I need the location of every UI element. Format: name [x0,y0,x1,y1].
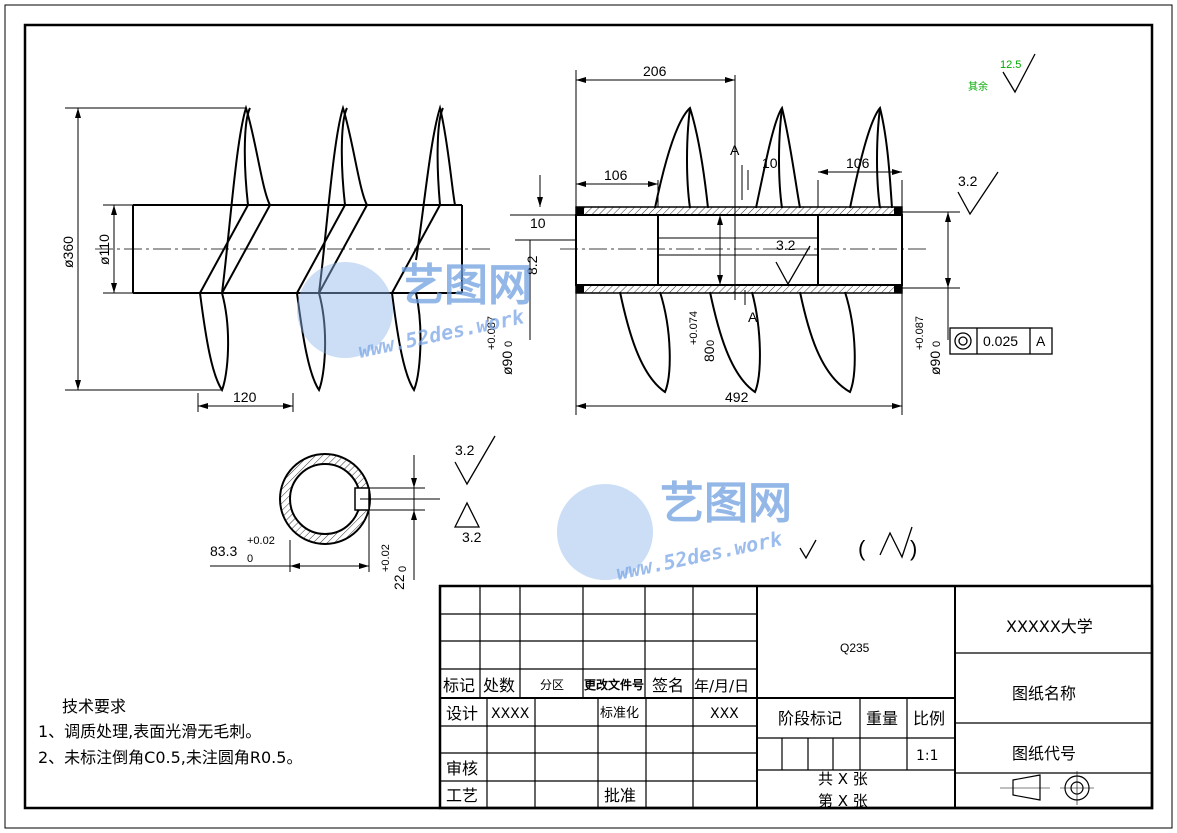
roughness-bore-value: 3.2 [776,237,796,253]
dim-83-3: 83.3 [210,543,237,559]
dim-22-tol0: 0 [397,566,409,572]
header-sign: 签名 [652,676,684,695]
header-docno: 更改文件号 [584,677,644,692]
dim-d90-left-tol0: 0 [503,341,515,347]
header-zone: 分区 [540,678,564,692]
label-standard: 标准化 [600,706,639,721]
roughness-ring-bottom-value: 3.2 [462,529,482,545]
tech-title: 技术要求 [62,697,126,716]
dim-106-left: 106 [604,167,628,183]
dim-d90-left: ø90 [499,351,515,375]
ring-section [210,453,440,580]
dim-d110: ø110 [96,234,112,265]
roughness-paren-close: ) [910,536,917,561]
dim-8-2: 8.2 [524,255,540,275]
dim-d360: ø360 [60,236,76,268]
tolerance-datum: A [1036,333,1046,349]
drawing-code: 图纸代号 [1012,744,1076,763]
watermark-2: 艺图网 www.52des.work [557,478,792,585]
dim-206: 206 [643,63,667,79]
title-block [438,584,1154,810]
section-label-a-bottom: A [748,309,758,325]
dim-d90-right: ø90 [927,351,943,375]
dim-80: 80 [701,346,717,362]
tolerance-value: 0.025 [983,333,1018,349]
dim-80-tol: +0.074 [688,311,700,345]
projection-symbol [1000,771,1094,805]
screw-front-view [132,104,463,393]
label-process: 工艺 [446,786,478,805]
standard-value: XXX [710,706,739,722]
label-approve: 批准 [604,786,636,805]
dim-106-right: 106 [846,155,870,171]
dim-22-tol: +0.02 [380,544,392,572]
roughness-ring-top-value: 3.2 [455,442,475,458]
header-date: 年/月/日 [694,677,749,695]
dim-22: 22 [391,574,407,590]
dim-492: 492 [725,389,749,405]
roughness-paren-open: ( [858,536,866,561]
dim-d90-left-tol: +0.087 [486,316,498,350]
material: Q235 [840,641,870,655]
roughness-other-label: 其余 [968,80,988,93]
label-design: 设计 [446,704,478,723]
roughness-right-value: 3.2 [958,173,978,189]
outer-border [4,4,1173,829]
sheet-total: 共 X 张 [818,770,868,788]
drawing-name: 图纸名称 [1012,684,1076,703]
label-scale: 比例 [913,709,945,728]
roughness-other-value: 12.5 [1000,59,1021,71]
scale-value: 1:1 [916,748,939,764]
dim-83-3-tol: +0.02 [247,535,275,547]
dim-80-tol0: 0 [705,340,717,346]
dim-d90-right-tol: +0.087 [914,316,926,350]
label-weight: 重量 [866,709,898,728]
dim-10-left: 10 [530,215,546,231]
sheet-number: 第 X 张 [818,792,868,810]
dim-10-top: 10 [762,155,778,171]
watermark-brand-1: 艺图网 [400,260,532,311]
label-review: 审核 [446,759,478,778]
dim-d90-right-tol0: 0 [931,341,943,347]
label-stage: 阶段标记 [778,709,842,728]
dim-83-3-tol0: 0 [247,553,253,565]
header-mark: 标记 [443,676,475,695]
watermark-brand-2: 艺图网 [660,478,792,529]
header-count: 处数 [483,676,515,695]
tech-line-1: 1、调质处理,表面光滑无毛刺。 [38,722,261,741]
section-label-a-top: A [730,142,740,158]
dim-120: 120 [233,389,257,405]
tech-line-2: 2、未标注倒角C0.5,未注圆角R0.5。 [38,748,302,767]
screw-section-view [560,105,930,394]
school-name: XXXXX大学 [1006,617,1093,636]
designer-name: XXXX [491,706,530,722]
